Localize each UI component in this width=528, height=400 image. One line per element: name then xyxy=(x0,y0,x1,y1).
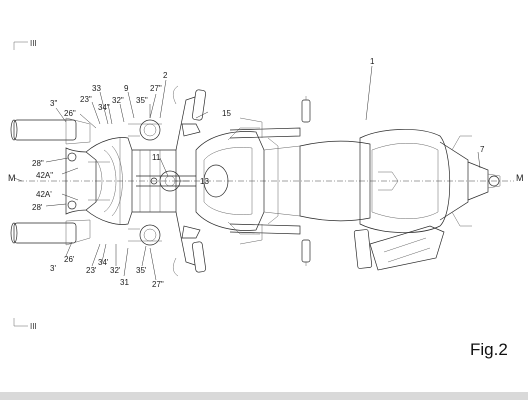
label-28-upper: 28" xyxy=(32,159,44,168)
reference-labels: 1 2 27" 9 33 23" 32" 34" 35" 3" 26" 15 2… xyxy=(32,57,485,289)
label-3-upper: 3" xyxy=(50,99,57,108)
label-26-lower: 26' xyxy=(64,255,75,264)
label-23-lower: 23' xyxy=(86,266,97,275)
leader-lines xyxy=(45,65,481,281)
front-fairing xyxy=(65,137,133,225)
section-label-top: III xyxy=(30,39,37,48)
label-32-lower: 32' xyxy=(110,266,121,275)
front-discs xyxy=(128,119,162,246)
exhaust xyxy=(369,225,445,271)
section-label-bottom: III xyxy=(30,322,37,331)
label-27-upper: 27" xyxy=(150,84,162,93)
label-35-upper: 35" xyxy=(136,96,148,105)
label-34-upper: 34" xyxy=(98,103,110,112)
seat xyxy=(299,129,451,233)
label-42A-lower: 42A' xyxy=(36,190,52,199)
label-28-lower: 28' xyxy=(32,203,43,212)
frame-body xyxy=(229,117,301,245)
label-13: 13 xyxy=(200,177,209,186)
label-26-upper: 26" xyxy=(64,109,76,118)
handlebars xyxy=(173,85,207,277)
label-23-upper: 23" xyxy=(80,95,92,104)
rear-tail xyxy=(439,135,501,227)
label-7: 7 xyxy=(480,145,485,154)
figure-caption: Fig.2 xyxy=(470,340,508,359)
label-42A-upper: 42A" xyxy=(36,171,53,180)
label-1: 1 xyxy=(370,57,375,66)
label-33: 33 xyxy=(92,84,101,93)
label-34-lower: 34' xyxy=(98,258,109,267)
center-axis: M M xyxy=(8,173,524,183)
axis-label-right: M xyxy=(516,173,524,183)
label-31: 31 xyxy=(120,278,129,287)
section-marker-top: III xyxy=(13,39,37,50)
label-15: 15 xyxy=(222,109,231,118)
label-27-lower: 27" xyxy=(152,280,164,289)
label-3-lower: 3' xyxy=(50,264,56,273)
axis-label-left: M xyxy=(8,173,16,183)
footpegs xyxy=(301,96,373,269)
section-marker-bottom: III xyxy=(13,318,37,331)
label-2: 2 xyxy=(163,71,168,80)
front-lamp-tubes xyxy=(10,117,91,246)
label-35-lower: 35' xyxy=(136,266,147,275)
label-32-upper: 32" xyxy=(112,96,124,105)
footer-bar xyxy=(0,392,528,400)
label-9: 9 xyxy=(124,84,129,93)
label-11: 11 xyxy=(152,153,161,162)
